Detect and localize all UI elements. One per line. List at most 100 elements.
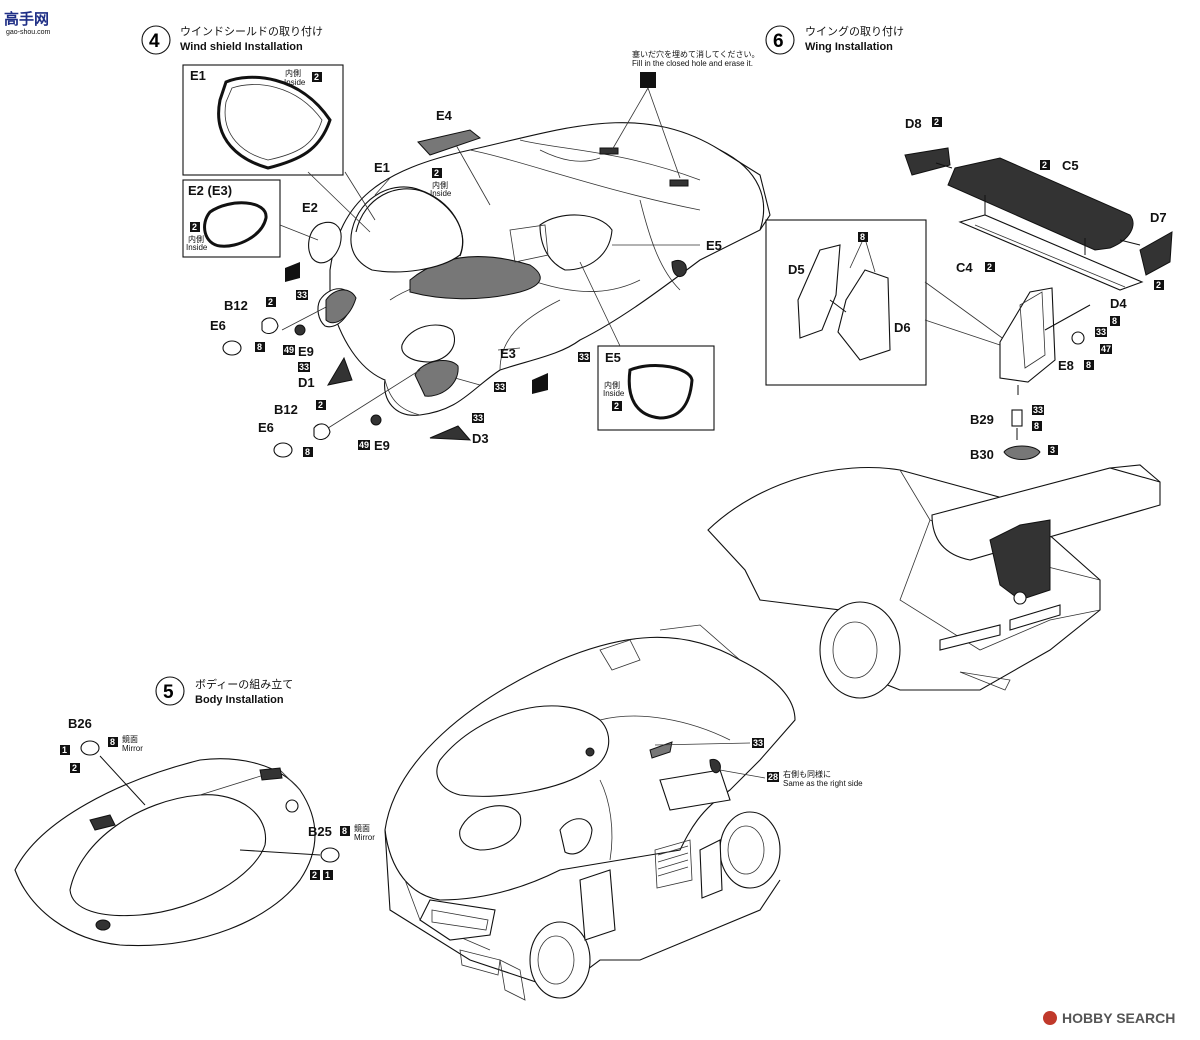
color-8-d5d6: 8 xyxy=(860,232,865,242)
label-e5-inset: E5 xyxy=(605,350,621,365)
label-d3: D3 xyxy=(472,431,489,446)
mirror-b12-b xyxy=(313,423,331,441)
car-assembly-step5 xyxy=(384,624,796,1001)
part-e8 xyxy=(1071,331,1085,345)
step5-number: 5 xyxy=(163,682,174,703)
label-e6: E6 xyxy=(210,318,226,333)
decal-marker-1 xyxy=(285,262,300,282)
step6-number: 6 xyxy=(773,31,784,52)
pin-b29 xyxy=(1011,409,1023,427)
inside-jp-1: 内側 xyxy=(285,68,301,78)
mirror-jp-2: 鏡面 xyxy=(354,823,370,833)
windshield-e1 xyxy=(350,186,464,273)
color-2-e1-main: 2 xyxy=(434,168,439,178)
color-2-b25: 2 xyxy=(312,870,317,880)
color-47-e8: 47 xyxy=(1101,344,1111,354)
endplate-d8 xyxy=(904,147,951,176)
mirror-b25 xyxy=(320,847,340,863)
step5-circle xyxy=(155,676,185,706)
color-2-e2: 2 xyxy=(192,222,197,232)
color-2-b26: 2 xyxy=(72,763,77,773)
color-33-d4: 33 xyxy=(1096,327,1106,337)
inset-e1: E1 内側 Inside 2 xyxy=(182,64,344,176)
part-e9-b xyxy=(370,414,382,426)
label-b25: B25 xyxy=(308,824,332,839)
logo-icon xyxy=(1043,1011,1057,1025)
wing-c5 xyxy=(947,157,1134,251)
wing-c4 xyxy=(958,214,1144,291)
color-2-b12-b: 2 xyxy=(318,400,323,410)
color-49-a: 49 xyxy=(284,345,294,355)
label-d8: D8 xyxy=(905,116,922,131)
color-2-c4: 2 xyxy=(987,262,992,272)
color-2-e5: 2 xyxy=(614,401,619,411)
label-d4: D4 xyxy=(1110,296,1127,311)
label-e3: E3 xyxy=(500,346,516,361)
label-c4: C4 xyxy=(956,260,973,275)
color-8-b12-b: 8 xyxy=(305,447,310,457)
leader-lines-step4 xyxy=(279,144,700,431)
color-33-b29: 33 xyxy=(1033,405,1043,415)
color-2-e1: 2 xyxy=(314,72,319,82)
step6-title-jp: ウイングの取り付け xyxy=(805,24,904,38)
step4-circle xyxy=(141,25,171,55)
inside-jp-2: 内側 xyxy=(188,234,204,244)
watermark-top: 高手网 gao-shou.com xyxy=(4,10,51,36)
same-side-en: Same as the right side xyxy=(783,779,863,788)
color-33-a: 33 xyxy=(297,290,307,300)
color-8-d4: 8 xyxy=(1112,316,1117,326)
note-en: Fill in the closed hole and erase it. xyxy=(632,59,753,68)
color-2-d8: 2 xyxy=(934,117,939,127)
color-2-d7: 2 xyxy=(1156,280,1161,290)
label-d1: D1 xyxy=(298,375,315,390)
watermark-url: gao-shou.com xyxy=(6,29,51,36)
lens-e6 xyxy=(222,340,242,356)
color-2-b12: 2 xyxy=(268,297,273,307)
inside-en-4: Inside xyxy=(430,189,452,198)
endplate-d7 xyxy=(1139,231,1173,276)
label-e2e3-inset: E2 (E3) xyxy=(188,183,232,198)
step5-title-jp: ボディーの組み立て xyxy=(195,677,293,691)
wing-stay-d5 xyxy=(797,244,841,339)
color-1-b25: 1 xyxy=(325,870,330,880)
color-33-e: 33 xyxy=(473,413,483,423)
car-rear-view xyxy=(707,464,1161,699)
color-33-c: 33 xyxy=(579,352,589,362)
step6-title-en: Wing Installation xyxy=(805,41,893,53)
step4-title-en: Wind shield Installation xyxy=(180,41,303,53)
label-c5: C5 xyxy=(1062,158,1079,173)
step6-header: 6 ウイングの取り付け Wing Installation xyxy=(765,24,904,55)
car-body-step4 xyxy=(317,122,771,416)
color-8-b25: 8 xyxy=(342,826,347,836)
note-jp: 塞いだ穴を埋めて消してください。 xyxy=(632,49,760,59)
label-e5: E5 xyxy=(706,238,722,253)
label-e1: E1 xyxy=(374,160,390,175)
color-33-step5: 33 xyxy=(753,738,763,748)
mirror-en-1: Mirror xyxy=(122,744,143,753)
inset-e5: E5 内側 Inside 2 xyxy=(597,345,715,431)
label-e4: E4 xyxy=(436,108,453,123)
label-d5: D5 xyxy=(788,262,805,277)
inset-e2e3: E2 (E3) 2 内側 Inside xyxy=(182,179,281,258)
color-8-b26: 8 xyxy=(110,737,115,747)
decal-marker-2 xyxy=(532,373,548,394)
color-28-step5: 28 xyxy=(768,772,778,782)
stay-assembly xyxy=(999,287,1091,395)
window-e3 xyxy=(401,324,456,363)
same-side-jp: 右側も同様に xyxy=(783,769,831,779)
inside-en-3: Inside xyxy=(603,389,625,398)
inset-d5-d6: D5 8 D6 xyxy=(765,219,927,386)
part-d1 xyxy=(326,356,353,386)
color-3-b30: 3 xyxy=(1050,445,1055,455)
wing-assembly xyxy=(904,147,1173,291)
color-8-b29: 8 xyxy=(1034,421,1039,431)
color-33-b: 33 xyxy=(299,362,309,372)
side-window-e2 xyxy=(308,221,342,264)
inside-jp-3: 内側 xyxy=(604,380,620,390)
mirror-b12 xyxy=(261,317,279,335)
watermark-brand: HOBBY SEARCH xyxy=(1062,1010,1175,1026)
step4-number: 4 xyxy=(149,31,160,52)
step4-title-jp: ウインドシールドの取り付け xyxy=(180,25,323,38)
color-2-c5: 2 xyxy=(1042,160,1047,170)
